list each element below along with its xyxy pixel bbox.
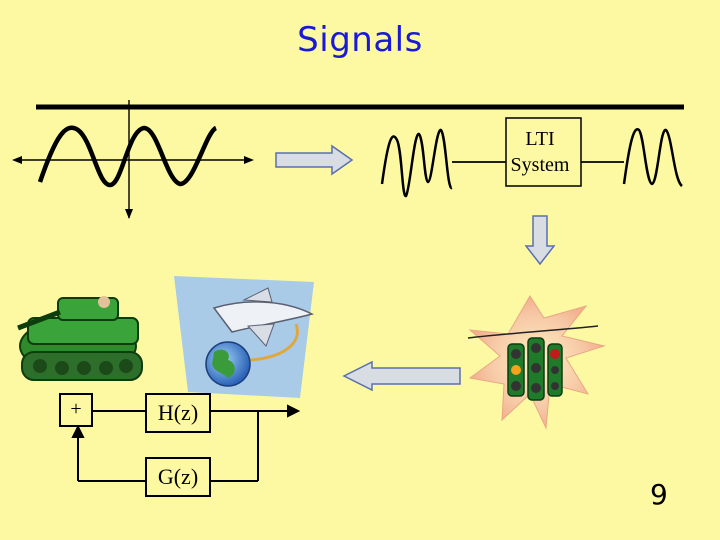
feedback-loop-diagram [59,393,301,497]
lti-system-label: LTI System [496,126,584,178]
traffic-light-icon [467,295,606,430]
g-block-box [145,457,211,497]
lti-label-line1: LTI [525,128,555,150]
sine-wave-axes-icon [12,100,254,219]
slide-title: Signals [297,20,423,60]
left-arrow [342,360,461,392]
airplane-globe-icon [174,276,315,398]
down-arrow [524,215,556,266]
sum-symbol: + [70,398,82,420]
right-arrow [275,144,354,176]
lti-label-line2: System [510,154,570,176]
lti-system-box [505,117,582,187]
h-block-box [145,393,211,433]
g-block-label: G(z) [157,464,199,489]
output-signal-wave [622,128,683,187]
h-block-label: H(z) [157,400,199,425]
tank-icon [17,296,143,381]
input-signal-wave [380,128,454,198]
page-number: 9 [650,478,668,511]
